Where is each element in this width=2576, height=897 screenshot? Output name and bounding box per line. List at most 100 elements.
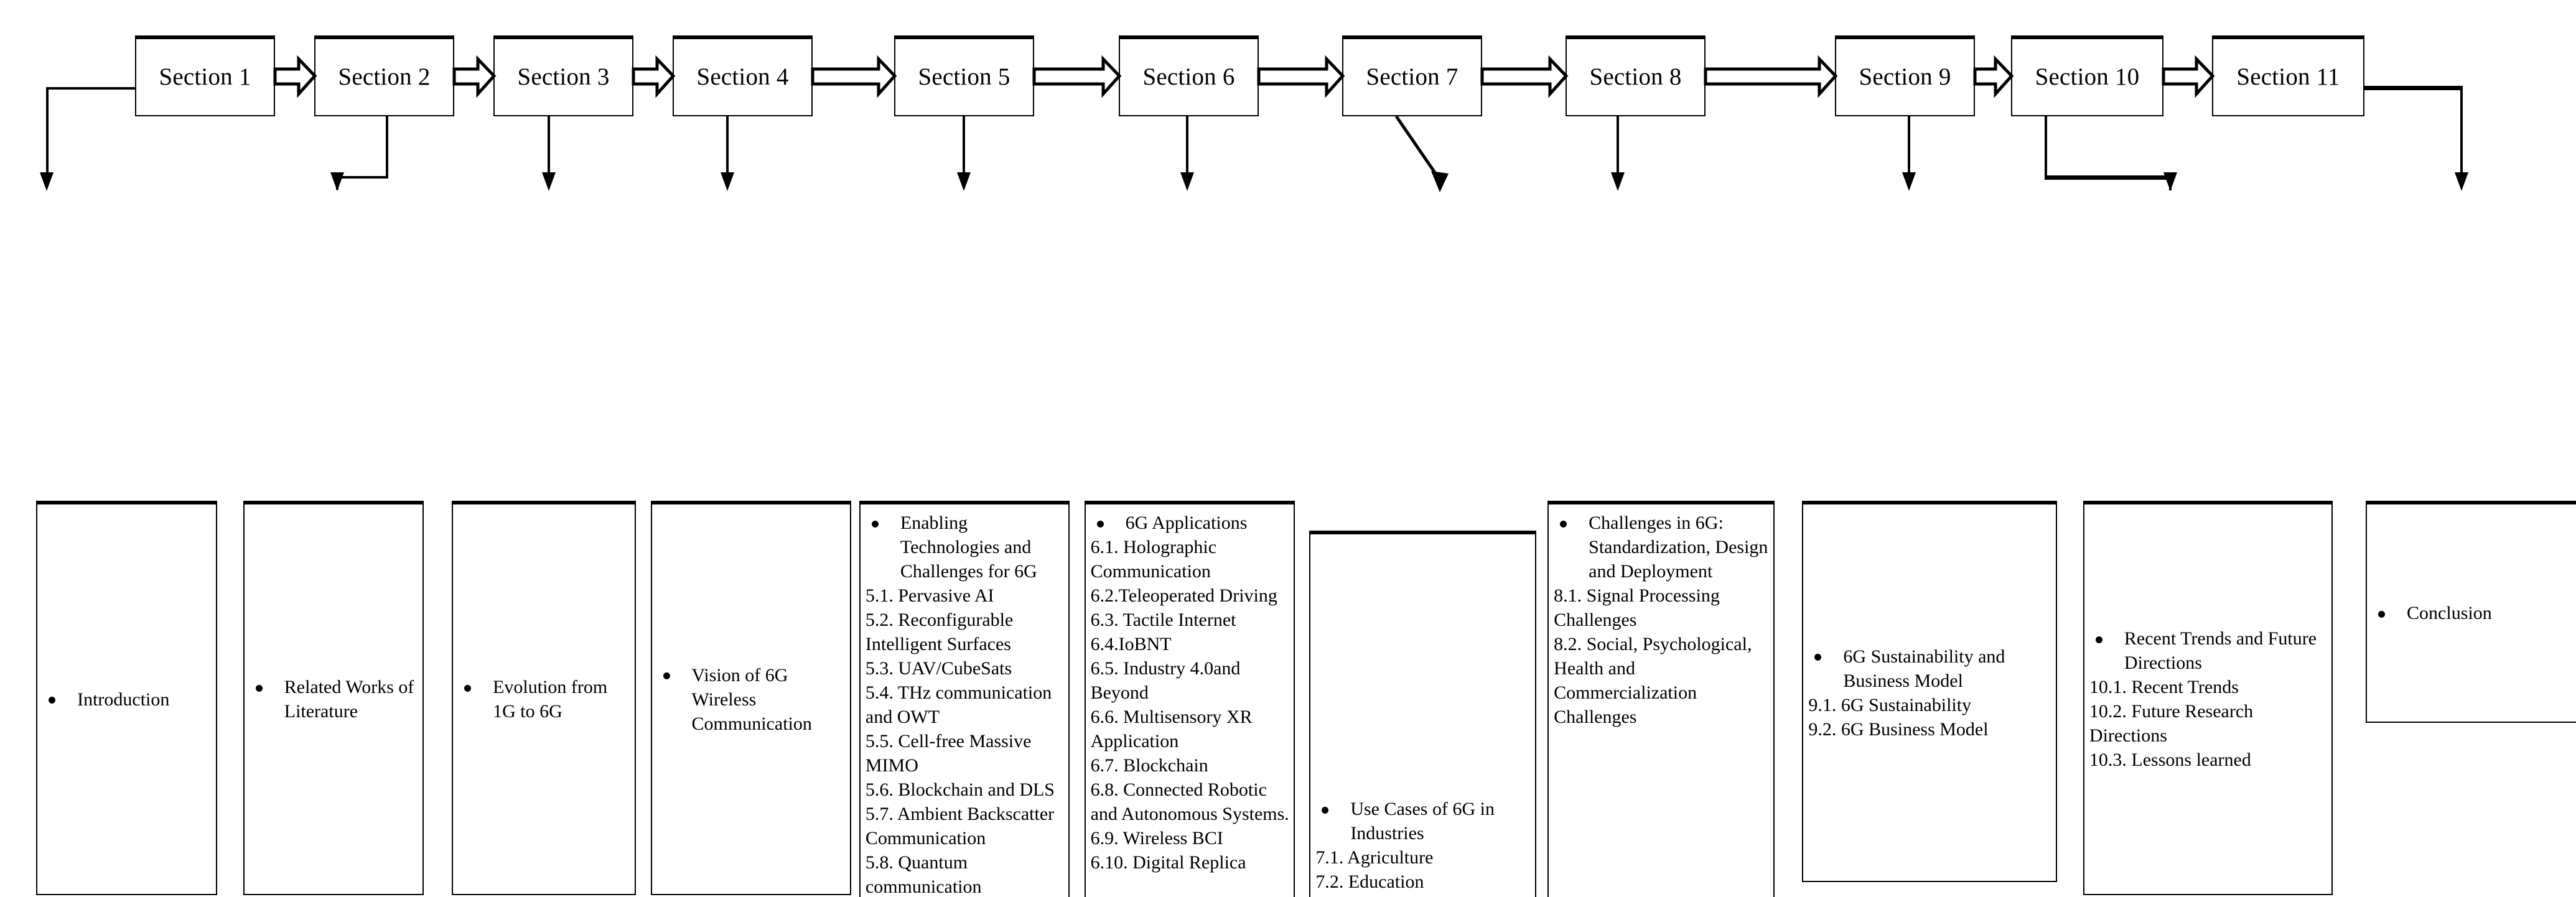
bullet-icon [255,684,263,692]
section-box-11[interactable]: Section 11 [2212,35,2364,116]
bullet-icon [1560,520,1567,528]
connector-s8-vertical [1617,116,1619,175]
section-box-8-label: Section 8 [1589,63,1682,90]
detail-box-6-item-6: 6.6. Multisensory XR Application [1090,707,1253,752]
chevron-connector-3-4 [632,55,676,98]
arrowhead-s6 [1180,172,1194,191]
arrowhead-s3 [542,172,556,191]
chevron-connector-1-2 [273,55,317,98]
section-box-1[interactable]: Section 1 [135,35,275,116]
detail-box-8-heading: Challenges in 6G: Standardization, Desig… [1589,513,1768,582]
connector-s2-vertical-a [386,116,388,179]
detail-box-6-heading: 6G Applications [1125,513,1248,534]
detail-box-10[interactable]: Recent Trends and Future Directions 10.1… [2083,501,2333,895]
detail-box-10-item-2: 10.2. Future Research Directions [2089,701,2254,746]
connector-s2-horizontal [336,176,388,179]
detail-box-7-item-2: 7.2. Education [1315,871,1424,893]
detail-box-6-item-1: 6.1. Holographic Communication [1090,537,1217,582]
section-box-9[interactable]: Section 9 [1835,35,1975,116]
detail-box-5-item-8: 5.8. Quantum communication [865,852,982,897]
chevron-connector-10-11 [2162,55,2215,98]
detail-box-3-heading: Evolution from 1G to 6G [493,677,608,722]
detail-box-10-item-3: 10.3. Lessons learned [2089,750,2251,771]
detail-box-3-heading-row: Evolution from 1G to 6G [458,675,631,723]
detail-box-7-heading: Use Cases of 6G in Industries [1350,799,1495,844]
detail-box-5-item-2: 5.2. Reconfigurable Intelligent Surfaces [865,610,1014,655]
detail-box-5-item-5: 5.5. Cell-free Massive MIMO [865,731,1032,776]
detail-box-5-item-3: 5.3. UAV/CubeSats [865,658,1012,679]
detail-box-4-heading-row: Vision of 6G Wireless Communication [657,663,846,736]
detail-box-10-heading: Recent Trends and Future Directions [2124,628,2317,674]
arrowhead-s5 [957,172,971,191]
arrowhead-s8 [1611,172,1625,191]
detail-box-6-item-10: 6.10. Digital Replica [1090,852,1246,873]
connector-s6-vertical [1186,116,1188,175]
section-box-2-label: Section 2 [338,63,431,90]
detail-box-10-item-1: 10.1. Recent Trends [2089,677,2239,698]
bullet-icon [1096,520,1104,528]
section-box-6[interactable]: Section 6 [1119,35,1259,116]
chevron-connector-5-6 [1032,55,1122,98]
detail-box-2-heading-row: Related Works of Literature [250,675,419,723]
bullet-icon [1814,654,1822,661]
detail-box-9-heading: 6G Sustainability and Business Model [1843,646,2005,691]
detail-box-9-heading-row: 6G Sustainability and Business Model [1808,644,2051,693]
section-box-9-label: Section 9 [1859,63,1951,90]
detail-box-9-item-1: 9.1. 6G Sustainability [1808,694,1972,715]
connector-s1-vertical [46,87,49,174]
detail-box-6-item-9: 6.9. Wireless BCI [1090,828,1223,849]
detail-box-3[interactable]: Evolution from 1G to 6G [452,501,636,895]
detail-box-1-heading: Introduction [77,689,170,710]
detail-box-6-item-7: 6.7. Blockchain [1090,755,1208,776]
chevron-connector-8-9 [1704,55,1838,98]
detail-box-5-item-6: 5.6. Blockchain and DLS [865,779,1055,801]
detail-box-6-item-8: 6.8. Connected Robotic and Autonomous Sy… [1090,779,1289,825]
detail-box-8[interactable]: Challenges in 6G: Standardization, Desig… [1547,501,1775,897]
detail-box-2[interactable]: Related Works of Literature [243,501,424,895]
bullet-icon [871,520,879,528]
detail-box-6-item-4: 6.4.IoBNT [1090,634,1172,655]
arrowhead-s1 [40,172,54,191]
section-box-10[interactable]: Section 10 [2011,35,2163,116]
detail-box-11[interactable]: Conclusion [2366,501,2576,723]
detail-box-6-heading-row: 6G Applications [1091,511,1290,535]
arrowhead-s4 [721,172,734,191]
detail-box-8-item-2: 8.2. Social, Psychological, Health and C… [1554,634,1752,728]
detail-box-5-item-1: 5.1. Pervasive AI [865,585,994,607]
detail-box-9[interactable]: 6G Sustainability and Business Model 9.1… [1802,501,2057,882]
section-box-11-label: Section 11 [2236,63,2340,90]
detail-box-6-item-2: 6.2.Teleoperated Driving [1090,585,1277,607]
section-box-7-label: Section 7 [1366,63,1458,90]
section-box-5-label: Section 5 [918,63,1010,90]
section-box-7[interactable]: Section 7 [1342,35,1482,116]
detail-box-5-heading-row: Enabling Technologies and Challenges for… [866,511,1065,583]
section-box-3[interactable]: Section 3 [493,35,633,116]
detail-box-7[interactable]: Use Cases of 6G in Industries 7.1. Agric… [1309,530,1536,897]
detail-box-7-heading-row: Use Cases of 6G in Industries [1315,797,1531,845]
connector-s3-vertical [548,116,550,175]
detail-box-6-item-3: 6.3. Tactile Internet [1090,610,1236,631]
detail-box-4[interactable]: Vision of 6G Wireless Communication [650,501,851,895]
section-box-4[interactable]: Section 4 [673,35,813,116]
connector-s10-vertical-a [2045,116,2047,179]
detail-box-7-item-3: 7.3. Media and Entertainment [1315,894,1531,897]
connector-s9-vertical [1908,116,1910,175]
detail-box-1[interactable]: Introduction [36,501,217,895]
arrowhead-s9 [1902,172,1916,191]
section-box-5[interactable]: Section 5 [894,35,1034,116]
detail-box-1-heading-row: Introduction [42,687,212,712]
detail-box-6[interactable]: 6G Applications 6.1. Holographic Communi… [1084,501,1295,897]
detail-box-5[interactable]: Enabling Technologies and Challenges for… [859,501,1070,897]
detail-box-7-item-1: 7.1. Agriculture [1315,847,1434,868]
section-box-8[interactable]: Section 8 [1566,35,1706,116]
chevron-connector-7-8 [1480,55,1569,98]
section-box-2[interactable]: Section 2 [314,35,454,116]
section-box-3-label: Section 3 [517,63,610,90]
bullet-icon [464,684,472,692]
detail-box-5-heading: Enabling Technologies and Challenges for… [900,513,1037,582]
chevron-connector-9-10 [1973,55,2014,98]
connector-s7-diagonal [1394,115,1449,192]
bullet-icon [2378,610,2386,618]
detail-box-9-item-2: 9.2. 6G Business Model [1808,718,1989,740]
